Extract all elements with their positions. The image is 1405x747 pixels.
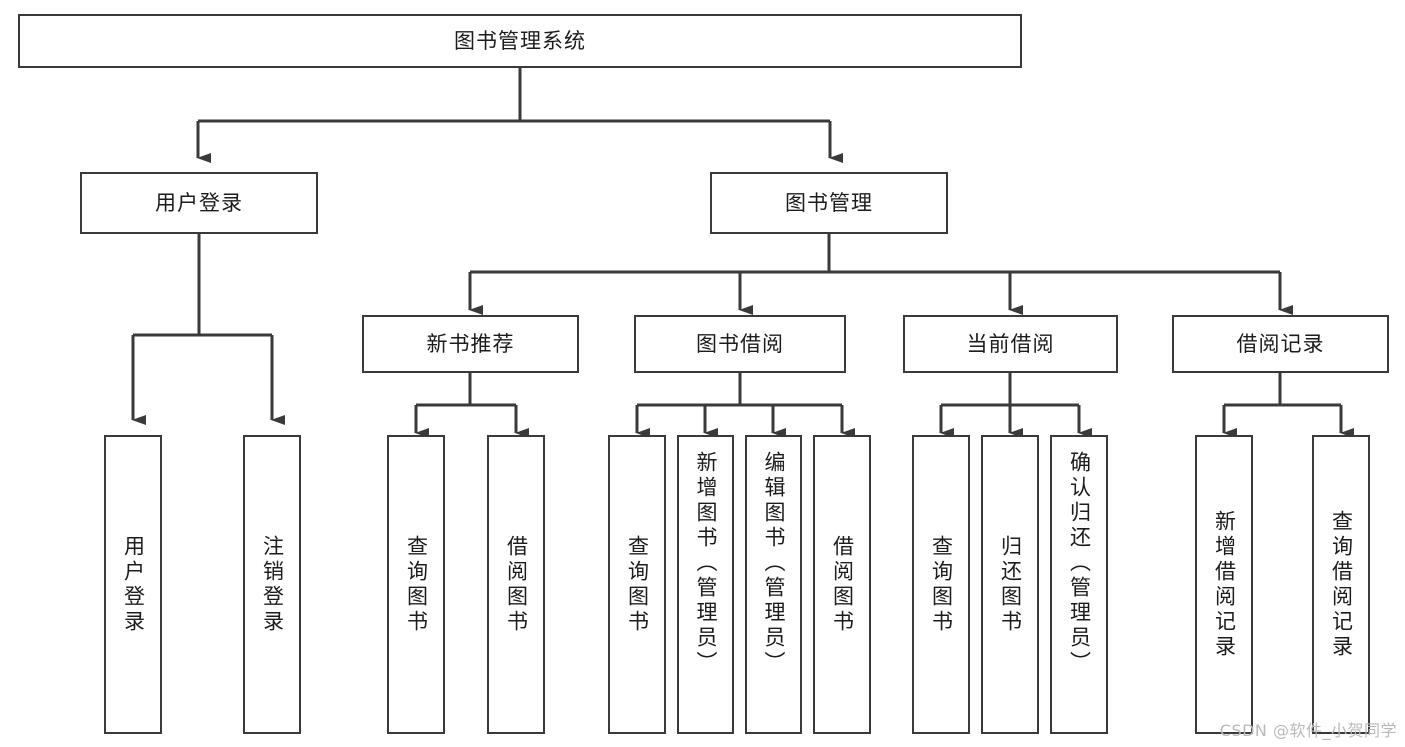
node-leaf-edit-book-admin[interactable]: 编辑图书（管理员） bbox=[745, 435, 802, 734]
node-label: 借阅图书 bbox=[504, 534, 529, 635]
node-leaf-confirm-return-admin[interactable]: 确认归还（管理员） bbox=[1050, 435, 1108, 734]
node-leaf-query-book-current[interactable]: 查询图书 bbox=[912, 435, 970, 734]
node-label: 编辑图书（管理员） bbox=[762, 451, 786, 676]
node-label: 图书管理 bbox=[785, 190, 873, 215]
node-leaf-query-book-recommend[interactable]: 查询图书 bbox=[387, 435, 445, 734]
node-label: 用户登录 bbox=[121, 534, 146, 635]
node-leaf-add-book-admin[interactable]: 新增图书（管理员） bbox=[677, 435, 734, 734]
node-label: 借阅图书 bbox=[830, 534, 855, 635]
watermark-text: CSDN @软件_小贺同学 bbox=[1219, 721, 1397, 740]
node-current-borrowing[interactable]: 当前借阅 bbox=[903, 315, 1118, 373]
node-leaf-borrow-book[interactable]: 借阅图书 bbox=[813, 435, 871, 734]
node-label: 注销登录 bbox=[260, 534, 285, 635]
node-leaf-query-borrow-record[interactable]: 查询借阅记录 bbox=[1312, 435, 1370, 734]
node-label: 借阅记录 bbox=[1236, 331, 1325, 356]
node-book-borrowing[interactable]: 图书借阅 bbox=[634, 315, 846, 373]
node-leaf-borrow-book-recommend[interactable]: 借阅图书 bbox=[487, 435, 545, 734]
node-label: 新增借阅记录 bbox=[1212, 509, 1237, 660]
node-leaf-query-book-borrow[interactable]: 查询图书 bbox=[608, 435, 666, 734]
node-label: 查询图书 bbox=[929, 534, 954, 635]
node-label: 查询图书 bbox=[404, 534, 429, 635]
node-leaf-logout[interactable]: 注销登录 bbox=[243, 435, 301, 734]
node-label: 图书管理系统 bbox=[454, 28, 586, 53]
node-leaf-add-borrow-record[interactable]: 新增借阅记录 bbox=[1195, 435, 1253, 734]
node-label: 查询借阅记录 bbox=[1329, 509, 1354, 660]
node-label: 新增图书（管理员） bbox=[694, 451, 718, 676]
node-label: 用户登录 bbox=[155, 190, 243, 215]
node-label: 归还图书 bbox=[998, 534, 1023, 635]
node-leaf-return-book[interactable]: 归还图书 bbox=[981, 435, 1039, 734]
node-root-book-management-system[interactable]: 图书管理系统 bbox=[18, 14, 1022, 68]
node-new-book-recommendation[interactable]: 新书推荐 bbox=[362, 315, 579, 373]
node-borrowing-record[interactable]: 借阅记录 bbox=[1172, 315, 1389, 373]
node-leaf-user-login[interactable]: 用户登录 bbox=[104, 435, 162, 734]
node-user-login[interactable]: 用户登录 bbox=[80, 172, 318, 234]
node-label: 确认归还（管理员） bbox=[1067, 451, 1092, 676]
node-label: 新书推荐 bbox=[426, 331, 515, 356]
node-label: 当前借阅 bbox=[966, 331, 1055, 356]
node-book-management[interactable]: 图书管理 bbox=[710, 172, 948, 234]
node-label: 图书借阅 bbox=[696, 331, 784, 356]
node-label: 查询图书 bbox=[625, 534, 650, 635]
